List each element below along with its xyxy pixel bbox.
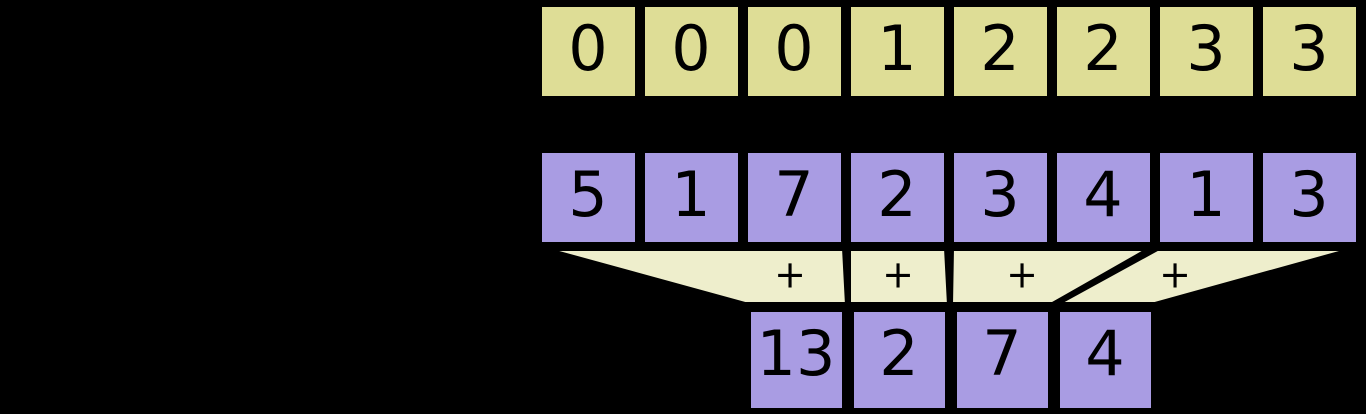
data-cell-label: 2	[877, 158, 916, 231]
data-row: 5 1 7 2 3 4 1	[536, 147, 1362, 248]
segment-id-cell-box	[1257, 1, 1362, 102]
data-cell: 3	[948, 147, 1053, 248]
output-row: 13 2 7 4	[745, 306, 1157, 414]
segment-id-cell-box	[845, 1, 950, 102]
output-cell: 7	[951, 306, 1054, 414]
data-cell: 7	[742, 147, 847, 248]
output-cell-box	[1054, 306, 1157, 414]
output-cell-label: 4	[1085, 317, 1124, 390]
data-cell: 1	[639, 147, 744, 248]
data-cell-box	[1257, 147, 1362, 248]
data-cell-label: 1	[671, 158, 710, 231]
segment-id-cell-label: 0	[671, 12, 710, 85]
reduction-funnel: + + + +	[536, 245, 1362, 308]
data-cell: 4	[1051, 147, 1156, 248]
segment-id-cell-box	[742, 1, 847, 102]
segment-id-cell-box	[1154, 1, 1259, 102]
data-cell-label: 3	[980, 158, 1019, 231]
funnel-operator-3: +	[1159, 253, 1191, 297]
segment-id-cell-label: 0	[568, 12, 607, 85]
segment-id-cell: 2	[1051, 1, 1156, 102]
data-cell: 3	[1257, 147, 1362, 248]
data-cell-label: 5	[568, 158, 607, 231]
segment-id-cell: 3	[1154, 1, 1259, 102]
funnel-operator-2: +	[1006, 253, 1038, 297]
segment-id-cell-box	[639, 1, 744, 102]
segment-id-cell: 2	[948, 1, 1053, 102]
segment-id-cell: 3	[1257, 1, 1362, 102]
output-cell-label: 13	[757, 317, 836, 390]
segment-id-cell: 0	[742, 1, 847, 102]
data-cell-label: 1	[1186, 158, 1225, 231]
data-cell-box	[639, 147, 744, 248]
segment-id-cell-box	[536, 1, 641, 102]
output-cell-box	[951, 306, 1054, 414]
funnel-operator-0: +	[774, 253, 806, 297]
data-cell: 1	[1154, 147, 1259, 248]
segment-ids-row: 0 0 0 1 2	[536, 1, 1362, 102]
segment-id-cell: 0	[639, 1, 744, 102]
segment-id-cell: 0	[536, 1, 641, 102]
output-cell: 13	[745, 306, 848, 414]
segment-id-cell: 1	[845, 1, 950, 102]
segment-id-cell-label: 2	[980, 12, 1019, 85]
data-cell: 2	[845, 147, 950, 248]
data-cell: 5	[536, 147, 641, 248]
funnel-segment-3	[1051, 245, 1362, 308]
segment-id-cell-label: 3	[1289, 12, 1328, 85]
output-cell: 2	[848, 306, 951, 414]
output-cell-box	[848, 306, 951, 414]
output-cell: 4	[1054, 306, 1157, 414]
data-cell-label: 7	[774, 158, 813, 231]
data-cell-label: 4	[1083, 158, 1122, 231]
segment-id-cell-label: 3	[1186, 12, 1225, 85]
output-cell-box	[745, 306, 848, 414]
segment-id-cell-label: 0	[774, 12, 813, 85]
segment-id-cell-box	[948, 1, 1053, 102]
output-cell-label: 7	[982, 317, 1021, 390]
segment-id-cell-label: 2	[1083, 12, 1122, 85]
funnel-operator-1: +	[882, 253, 914, 297]
segment-id-cell-label: 1	[877, 12, 916, 85]
output-cell-label: 2	[879, 317, 918, 390]
data-cell-label: 3	[1289, 158, 1328, 231]
segment-id-cell-box	[1051, 1, 1156, 102]
